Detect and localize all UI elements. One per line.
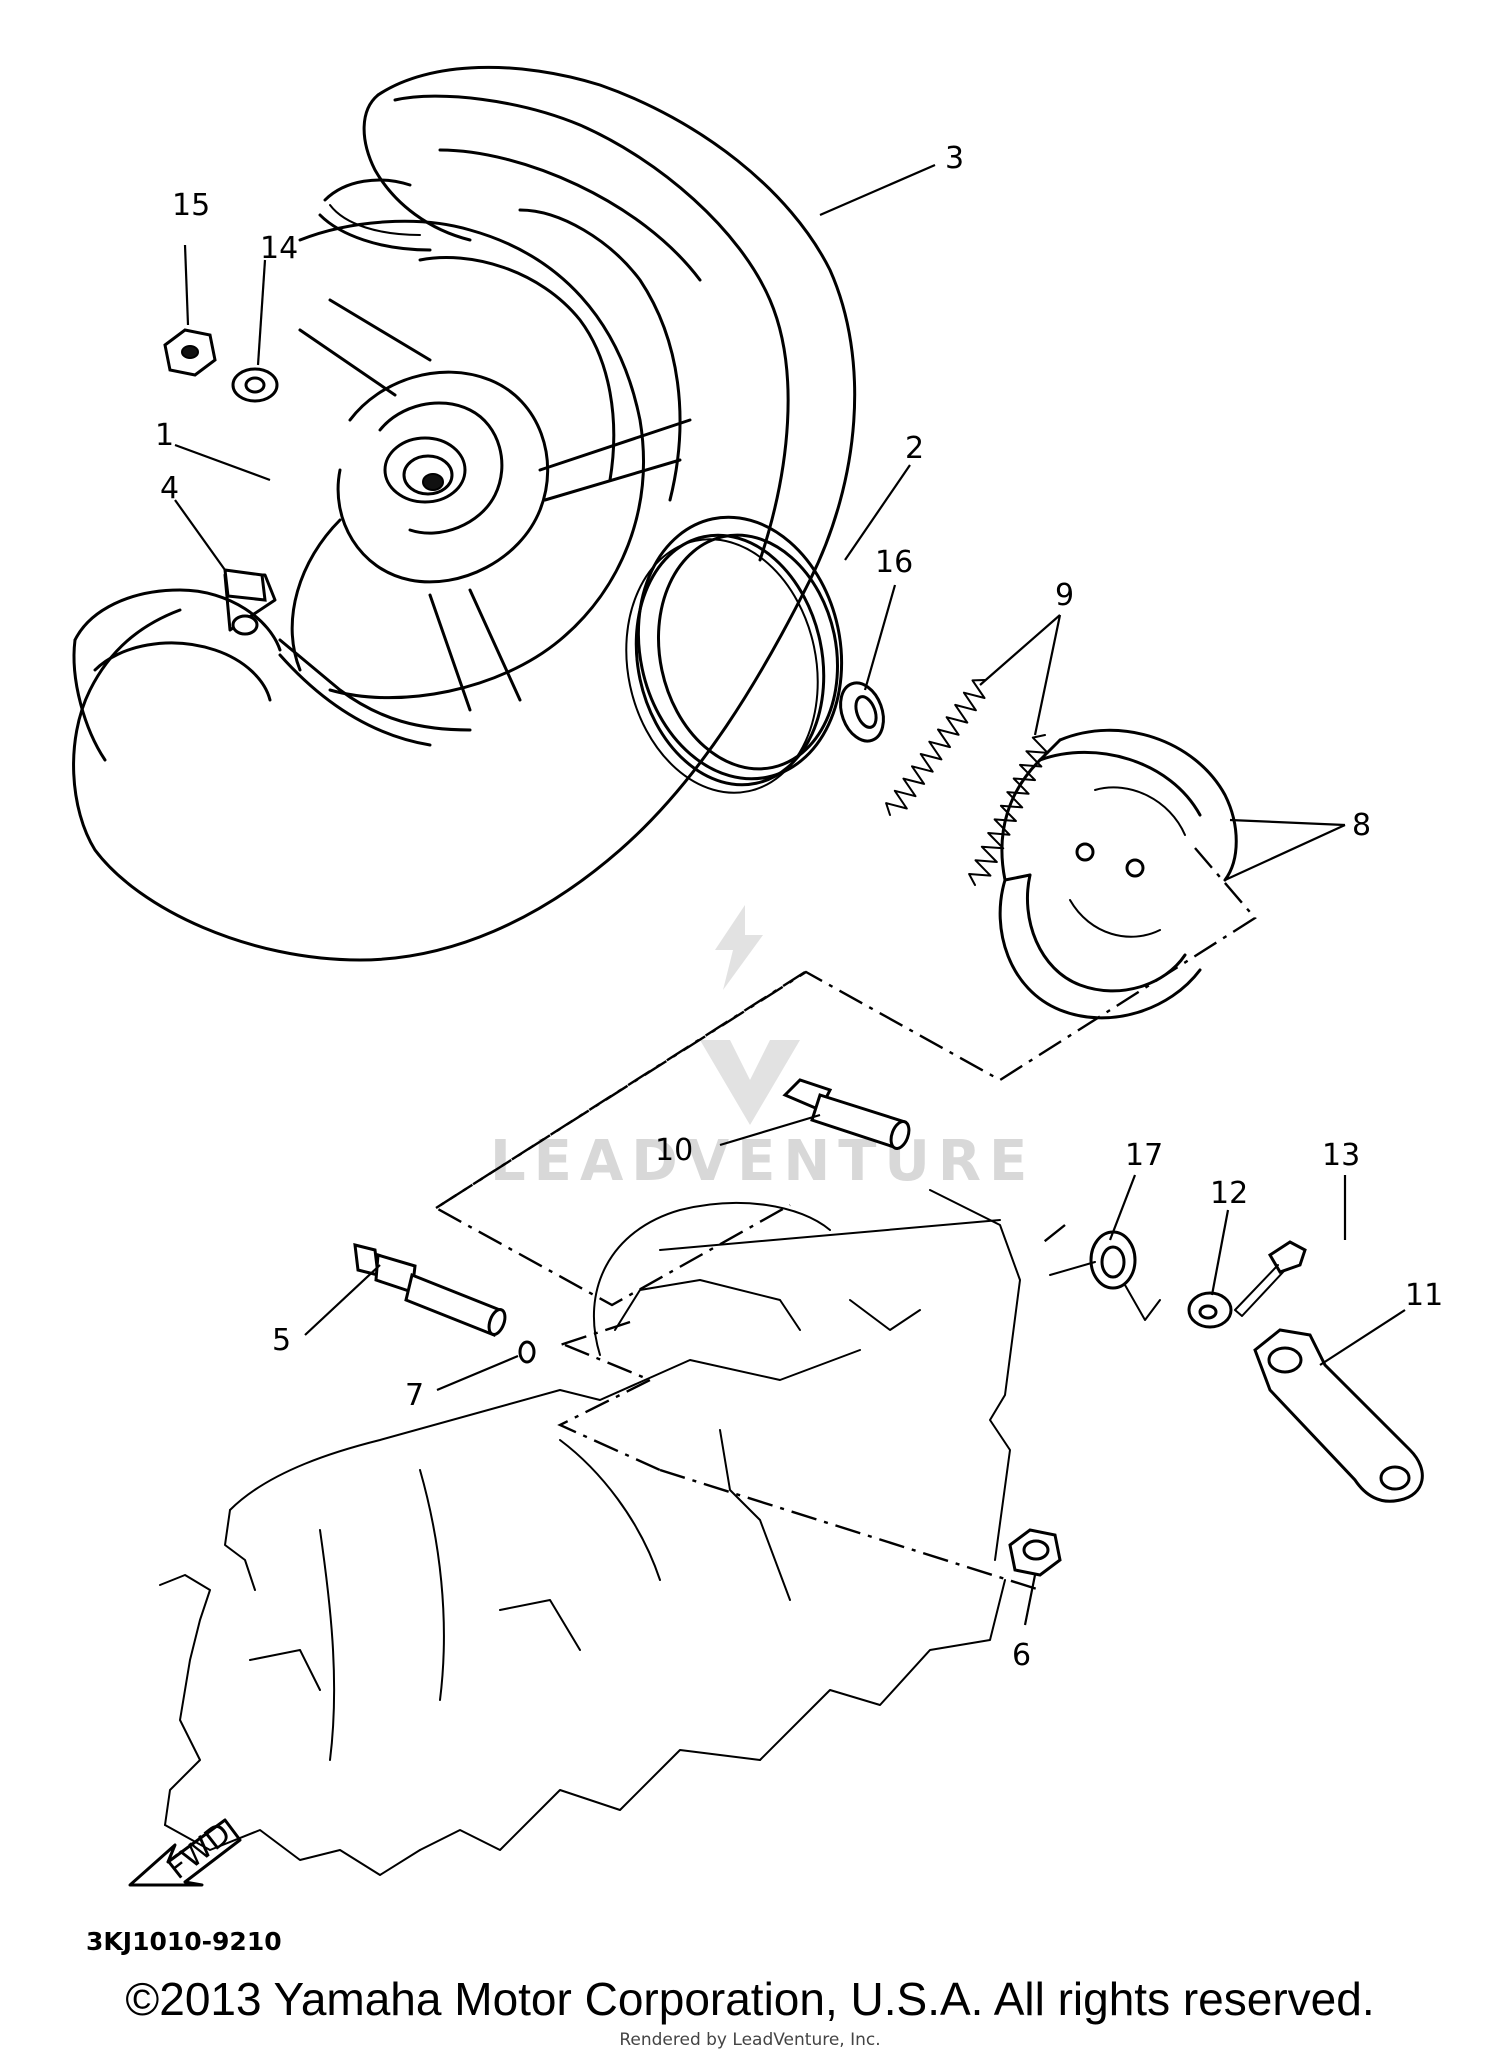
part-17-return-spring bbox=[1049, 1230, 1161, 1321]
fwd-direction-arrow: FWD bbox=[128, 1816, 242, 1887]
watermark-text: LEADVENTURE bbox=[490, 1129, 1035, 1194]
part-10-camshaft bbox=[782, 1078, 911, 1150]
wheel-illustration bbox=[72, 65, 857, 962]
label-14: 14 bbox=[260, 231, 298, 266]
label-8: 8 bbox=[1352, 808, 1371, 843]
part-14-washer bbox=[231, 367, 279, 403]
copyright-notice: ©2013 Yamaha Motor Corporation, U.S.A. A… bbox=[125, 1973, 1375, 2025]
part-labels: 15 14 1 4 3 2 16 9 8 10 17 12 13 11 5 7 … bbox=[86, 141, 1443, 1956]
part-16-seal bbox=[839, 681, 885, 743]
part-7-o-ring bbox=[518, 1340, 536, 1364]
label-4: 4 bbox=[160, 471, 179, 506]
part-9-springs bbox=[885, 679, 1049, 886]
label-17: 17 bbox=[1125, 1138, 1163, 1173]
part-11-cam-lever bbox=[1253, 1328, 1424, 1503]
part-5-axle-bolt bbox=[353, 1243, 507, 1338]
label-15: 15 bbox=[172, 188, 210, 223]
label-5: 5 bbox=[272, 1323, 291, 1358]
fwd-label: FWD bbox=[161, 1816, 238, 1887]
label-3: 3 bbox=[945, 141, 964, 176]
part-15-nut bbox=[163, 328, 217, 377]
part-6-nut bbox=[1008, 1528, 1062, 1577]
assembly-outlines bbox=[433, 847, 1257, 1592]
label-2: 2 bbox=[905, 431, 924, 466]
watermark: LEADVENTURE bbox=[490, 905, 1035, 1194]
label-9: 9 bbox=[1055, 578, 1074, 613]
part-12-washer bbox=[1187, 1291, 1233, 1329]
part-2-seal-ring bbox=[625, 515, 844, 794]
part-13-bolt bbox=[1234, 1240, 1307, 1317]
label-12: 12 bbox=[1210, 1176, 1248, 1211]
leader-lines bbox=[174, 163, 1406, 1626]
label-11: 11 bbox=[1405, 1278, 1443, 1313]
engine-case-outline bbox=[159, 1189, 1021, 1876]
label-6: 6 bbox=[1012, 1638, 1031, 1673]
rendered-by-credit: Rendered by LeadVenture, Inc. bbox=[619, 2030, 881, 2050]
label-13: 13 bbox=[1322, 1138, 1360, 1173]
part-8-brake-shoes bbox=[998, 728, 1238, 1020]
label-16: 16 bbox=[875, 545, 913, 580]
part-4-valve bbox=[223, 568, 267, 636]
diagram-code: 3KJ1010-9210 bbox=[86, 1927, 282, 1956]
label-1: 1 bbox=[155, 418, 174, 453]
label-7: 7 bbox=[405, 1378, 424, 1413]
label-10: 10 bbox=[655, 1133, 693, 1168]
